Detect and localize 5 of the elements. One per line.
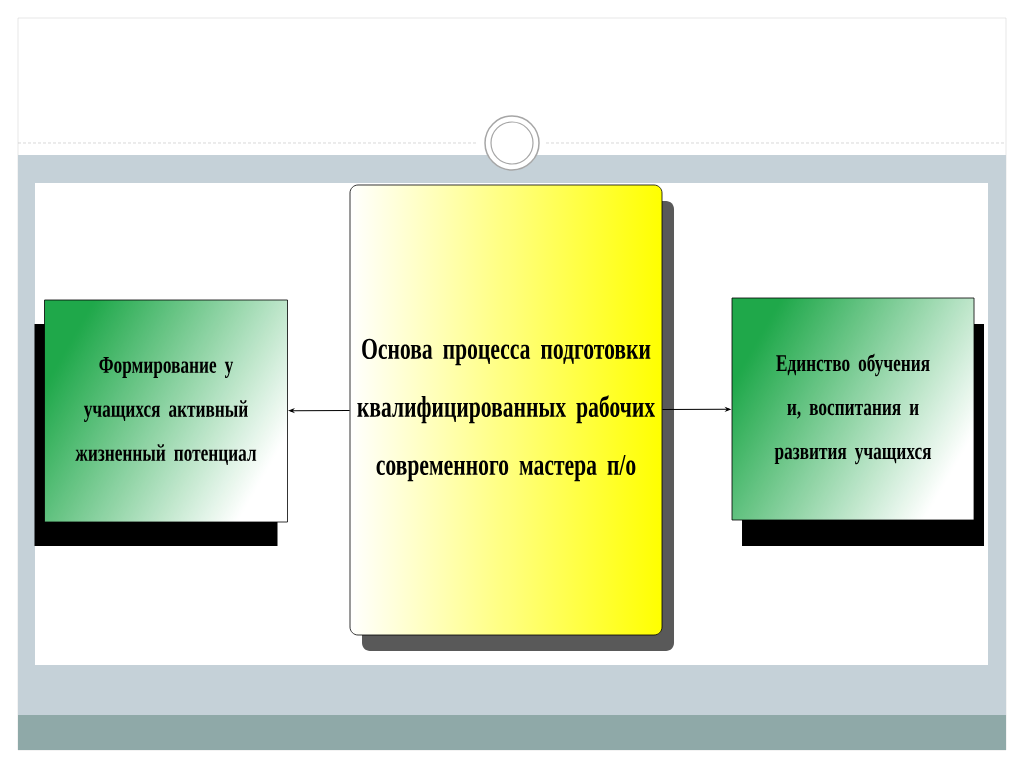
text-box: Основа процесса подготовки квалифицированных рабочих современного мастера п/о — [349, 184, 663, 636]
text-box: Единство обучения и, воспитания и развития учащихся — [731, 297, 975, 521]
arrow — [661, 407, 731, 412]
arrow — [288, 408, 351, 413]
text-box: Формирование у учащихся активный жизненный потенциал — [44, 299, 288, 523]
